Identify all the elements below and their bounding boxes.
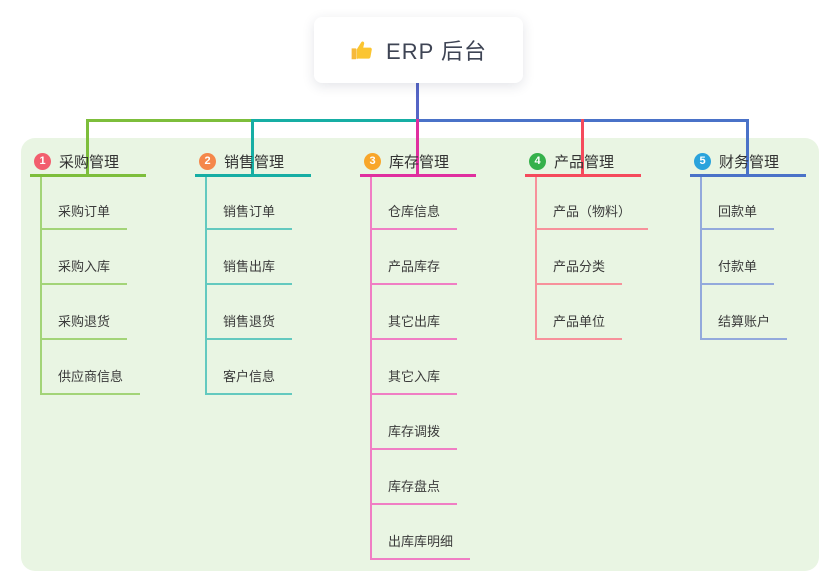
leaf-node[interactable]: 产品分类 [535,230,623,285]
connector-subtree-line [370,177,372,560]
branch-items: 产品（物料） 产品分类产品单位 [535,175,649,340]
leaf-node[interactable]: 出库库明细 [370,505,471,560]
branch-number-badge: 2 [199,152,216,170]
branch-node-label: 产品管理 [554,153,615,171]
branch-node-1[interactable]: 1 采购管理 [30,148,146,177]
connector-branch-drop [746,119,749,177]
branch-node-4[interactable]: 4 产品管理 [525,148,641,177]
leaf-node-label: 其它入库 [388,369,441,384]
leaf-node[interactable]: 回款单 [700,175,775,230]
branch-number-badge: 5 [694,152,711,170]
leaf-node-label: 仓库信息 [388,204,441,219]
leaf-node[interactable]: 采购入库 [40,230,128,285]
branch-items: 仓库信息产品库存其它出库其它入库库存调拨库存盘点出库库明细 [370,175,471,560]
connector-branch-drop [581,119,584,177]
branch-node-label: 采购管理 [59,153,120,171]
leaf-node[interactable]: 其它入库 [370,340,458,395]
leaf-node[interactable]: 客户信息 [205,340,293,395]
leaf-node[interactable]: 销售退货 [205,285,293,340]
leaf-node[interactable]: 销售出库 [205,230,293,285]
leaf-node-label: 产品库存 [388,259,441,274]
connector-branch-drop [251,119,254,177]
connector-subtree-line [535,177,537,340]
connector-branch-drop [86,119,89,177]
leaf-node-label: 销售订单 [223,204,276,219]
leaf-node-label: 其它出库 [388,314,441,329]
leaf-node-label: 付款单 [718,259,758,274]
leaf-node-label: 采购入库 [58,259,111,274]
branch-items: 回款单付款单结算账户 [700,175,788,340]
connector-branch-drop [416,119,419,177]
branch-number-badge: 1 [34,152,51,170]
connector-root-line [416,83,419,119]
connector-horizontal-line [251,119,419,122]
leaf-node-label: 出库库明细 [388,534,454,549]
leaf-node-label: 产品单位 [553,314,606,329]
leaf-node[interactable]: 销售订单 [205,175,293,230]
leaf-node[interactable]: 采购订单 [40,175,128,230]
leaf-node-label: 客户信息 [223,369,276,384]
leaf-node[interactable]: 付款单 [700,230,775,285]
leaf-node-label: 库存盘点 [388,479,441,494]
connector-subtree-line [700,177,702,340]
leaf-node-label: 销售退货 [223,314,276,329]
connector-subtree-line [40,177,42,395]
leaf-node[interactable]: 产品库存 [370,230,458,285]
leaf-node[interactable]: 产品（物料） [535,175,649,230]
leaf-node-label: 采购订单 [58,204,111,219]
branch-number-badge: 4 [529,152,546,170]
leaf-node-label: 库存调拨 [388,424,441,439]
leaf-node[interactable]: 其它出库 [370,285,458,340]
branch-node-label: 库存管理 [389,153,450,171]
connector-horizontal-line [86,119,254,122]
branches-panel [21,138,819,571]
branch-node-5[interactable]: 5 财务管理 [690,148,806,177]
leaf-node[interactable]: 结算账户 [700,285,788,340]
leaf-node-label: 产品分类 [553,259,606,274]
root-node-label: ERP 后台 [386,39,487,64]
branch-node-2[interactable]: 2 销售管理 [195,148,311,177]
leaf-node-label: 供应商信息 [58,369,124,384]
leaf-node[interactable]: 产品单位 [535,285,623,340]
leaf-node[interactable]: 库存调拨 [370,395,458,450]
branch-node-3[interactable]: 3 库存管理 [360,148,476,177]
leaf-node[interactable]: 库存盘点 [370,450,458,505]
thumbs-up-icon [350,37,376,63]
branch-node-label: 财务管理 [719,153,780,171]
leaf-node-label: 产品（物料） [553,204,632,219]
root-node[interactable]: ERP 后台 [314,17,523,83]
branch-items: 采购订单采购入库采购退货供应商信息 [40,175,141,395]
leaf-node-label: 销售出库 [223,259,276,274]
leaf-node-label: 结算账户 [718,314,771,329]
leaf-node-label: 回款单 [718,204,758,219]
branch-node-label: 销售管理 [224,153,285,171]
branch-number-badge: 3 [364,152,381,170]
leaf-node[interactable]: 仓库信息 [370,175,458,230]
connector-subtree-line [205,177,207,395]
leaf-node[interactable]: 采购退货 [40,285,128,340]
branch-items: 销售订单销售出库销售退货客户信息 [205,175,293,395]
leaf-node-label: 采购退货 [58,314,111,329]
leaf-node[interactable]: 供应商信息 [40,340,141,395]
